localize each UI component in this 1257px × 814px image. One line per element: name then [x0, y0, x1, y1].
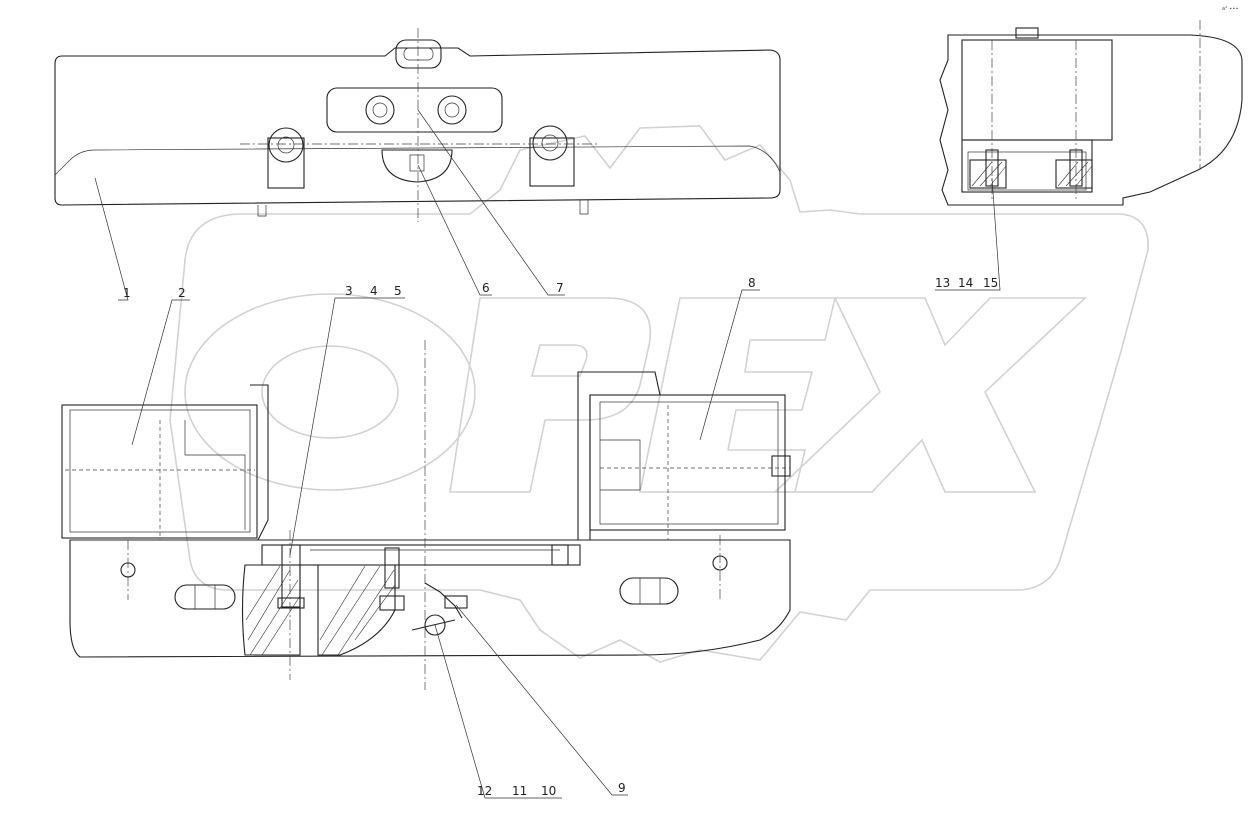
callout-15: 15: [983, 276, 998, 290]
side-top-tab: [1015, 27, 1039, 39]
top-bolt-left: [365, 95, 395, 125]
side-view: [939, 20, 1243, 206]
front-pin: [411, 619, 456, 631]
callout-3: 3: [345, 284, 353, 298]
front-section-hatch: [241, 564, 396, 656]
callout-1: 1: [123, 286, 131, 300]
callout-6: 6: [482, 281, 490, 295]
callout-13: 13: [935, 276, 950, 290]
front-bolt-3: [281, 544, 301, 608]
front-left-bracket: [250, 384, 269, 541]
side-hatched-block-right: [1055, 159, 1093, 189]
callout-2: 2: [178, 286, 186, 300]
front-right-lock: [771, 455, 791, 477]
front-view: [61, 340, 791, 690]
front-clip: [444, 595, 468, 609]
front-base-outline: [69, 539, 791, 658]
front-right-latch: [600, 439, 641, 491]
leader-9: [455, 604, 628, 796]
top-hinge-left-pin: [268, 127, 304, 163]
callout-4: 4: [370, 284, 378, 298]
top-foot-left: [257, 205, 267, 217]
front-left-box: [61, 404, 258, 539]
side-body-outline: [939, 34, 1243, 206]
leader-7: [417, 109, 565, 296]
top-hinge-right-pin: [532, 125, 568, 161]
leader-6: [417, 164, 492, 296]
front-bolt-head: [277, 597, 305, 609]
watermark-letter-o-inner: [261, 345, 399, 439]
watermark-gear: [169, 125, 1149, 663]
top-handle: [395, 39, 442, 69]
top-body-outline: [54, 47, 781, 206]
side-hatched-block-left: [969, 159, 1007, 189]
top-hinge-left-pin-inner: [277, 136, 295, 154]
leader-2: [131, 299, 190, 446]
front-bolt-mid: [384, 547, 400, 589]
leader-10-12: [434, 624, 562, 799]
side-lid: [961, 39, 1113, 141]
top-handle-inner: [403, 47, 434, 61]
front-left-lid: [184, 420, 246, 530]
top-hinge-right-pin-inner: [541, 134, 559, 152]
watermark-letter-x: [773, 297, 1088, 493]
callout-12: 12: [477, 784, 492, 798]
leader-3-5: [289, 297, 405, 556]
top-view: [54, 28, 781, 222]
callout-8: 8: [748, 276, 756, 290]
top-body-inner-edge: [54, 145, 781, 176]
front-slot-right: [619, 577, 679, 605]
callout-10: 10: [541, 784, 556, 798]
front-right-box: [589, 394, 786, 531]
leader-1: [94, 177, 129, 301]
top-bolt-left-inner: [372, 102, 388, 118]
callout-7: 7: [556, 281, 564, 295]
front-right-bracket: [577, 371, 661, 541]
watermark-letter-o-outer: [184, 293, 476, 491]
top-lock-key: [409, 154, 425, 172]
top-bolt-right: [437, 95, 467, 125]
leader-13-15: [935, 177, 1001, 291]
front-slot-left: [174, 584, 236, 610]
callout-9: 9: [618, 781, 626, 795]
watermark-group: [169, 125, 1149, 663]
top-lock: [381, 149, 453, 183]
watermark-letter-p: [449, 297, 652, 493]
top-center-plate: [326, 87, 503, 133]
top-hinge-left: [267, 137, 305, 189]
callout-14: 14: [958, 276, 973, 290]
leader-8: [699, 289, 760, 441]
top-bolt-right-inner: [444, 102, 460, 118]
corner-mark: a° ∙∙∙: [1222, 6, 1239, 12]
front-right-panel: [599, 401, 779, 525]
callout-5: 5: [394, 284, 402, 298]
front-rail: [261, 544, 581, 566]
front-right-stud: [551, 544, 569, 566]
top-hinge-right: [529, 137, 575, 187]
front-nut: [379, 595, 405, 611]
callout-labels: 1 2 3 4 5 6 7 8 9 10 11 12 13 14 15: [123, 276, 998, 798]
side-inner-base: [967, 151, 1087, 191]
callout-11: 11: [512, 784, 527, 798]
top-foot-right: [579, 200, 589, 215]
front-chain: [424, 582, 463, 619]
leader-lines: [94, 109, 1001, 799]
